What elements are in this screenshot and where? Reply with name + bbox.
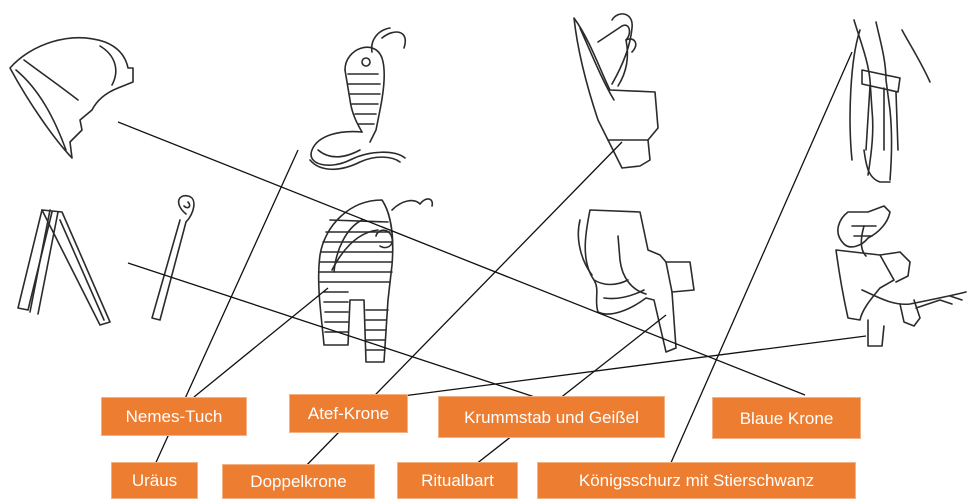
- royal-kilt-drawing: [850, 20, 930, 182]
- connector-atef: [395, 336, 866, 397]
- atef-crown-drawing: [574, 14, 658, 168]
- blue-crown-drawing: [10, 38, 133, 158]
- ritual-beard-drawing: [578, 210, 694, 352]
- connector-blue-crown: [118, 122, 805, 395]
- label-nemes-tuch: Nemes-Tuch: [101, 397, 247, 436]
- label-koenigsschurz-mit-stierschwanz: Königsschurz mit Stierschwanz: [537, 462, 856, 499]
- connector-nemes: [194, 288, 328, 397]
- label-uraeus: Uräus: [111, 462, 198, 499]
- connector-ritualbart: [466, 315, 666, 472]
- label-doppelkrone: Doppelkrone: [222, 464, 375, 499]
- label-atef-krone: Atef-Krone: [289, 394, 408, 433]
- uraeus-cobra-drawing: [310, 28, 405, 169]
- connector-krummstab: [128, 263, 574, 410]
- label-ritualbart: Ritualbart: [397, 462, 518, 499]
- crook-and-flail-drawing: [18, 196, 194, 325]
- label-blaue-krone: Blaue Krone: [712, 397, 861, 439]
- nemes-headdress-drawing: [319, 199, 433, 362]
- double-crown-drawing: [836, 206, 966, 346]
- label-krummstab-und-geissel: Krummstab und Geißel: [438, 396, 665, 438]
